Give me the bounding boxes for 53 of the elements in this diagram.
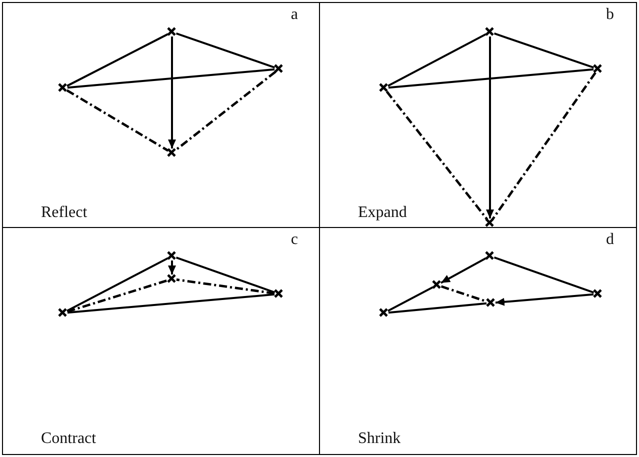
vertex-marker — [379, 308, 388, 317]
arrow — [168, 260, 176, 274]
simplex-edge — [388, 68, 594, 89]
panel-letter: b — [606, 6, 614, 24]
vertex-marker — [593, 289, 602, 298]
simplex-edge — [176, 32, 276, 68]
simplex-edge — [174, 70, 276, 152]
vertex-marker — [274, 64, 283, 73]
vertex-marker — [486, 298, 495, 307]
vertex-marker — [593, 64, 602, 73]
vertex-marker — [485, 218, 494, 227]
vertex-marker — [58, 308, 67, 317]
simplex-edge — [388, 286, 434, 312]
step-label: Shrink — [358, 430, 401, 448]
simplex-edge — [66, 257, 168, 312]
vertex-marker — [167, 148, 176, 157]
arrow — [495, 293, 594, 306]
step-label: Contract — [41, 430, 96, 448]
simplex-edge — [66, 279, 168, 313]
simplex-edge — [492, 72, 596, 220]
panel — [319, 2, 637, 229]
panel — [2, 227, 321, 455]
vertex-marker — [485, 251, 494, 260]
vertex-marker — [167, 27, 176, 36]
panel-letter: a — [290, 6, 298, 24]
panel-letter: c — [290, 231, 298, 249]
vertex-marker — [167, 251, 176, 260]
vertex-marker — [432, 280, 441, 289]
simplex-edge — [67, 68, 275, 89]
simplex-edge — [388, 302, 487, 314]
simplex-edge — [176, 278, 275, 295]
arrow — [486, 36, 494, 218]
panel — [319, 227, 637, 455]
vertex-marker — [274, 289, 283, 298]
simplex-edge — [176, 256, 276, 294]
arrow — [168, 36, 176, 148]
simplex-edge — [494, 32, 594, 68]
simplex-edge — [494, 256, 594, 294]
panel — [2, 2, 321, 229]
vertex-marker — [485, 27, 494, 36]
arrow — [440, 257, 487, 284]
panel-letter: d — [606, 231, 614, 249]
simplex-edge — [386, 90, 488, 220]
step-label: Expand — [358, 204, 407, 222]
simplex-edge — [67, 293, 275, 314]
simplex-edge — [388, 33, 486, 87]
simplex-edge — [66, 33, 168, 87]
step-label: Reflect — [41, 204, 88, 222]
simplex-edge — [440, 285, 488, 303]
vertex-marker — [379, 83, 388, 92]
vertex-marker — [58, 83, 67, 92]
simplex-edge — [66, 89, 169, 152]
vertex-marker — [167, 274, 176, 283]
